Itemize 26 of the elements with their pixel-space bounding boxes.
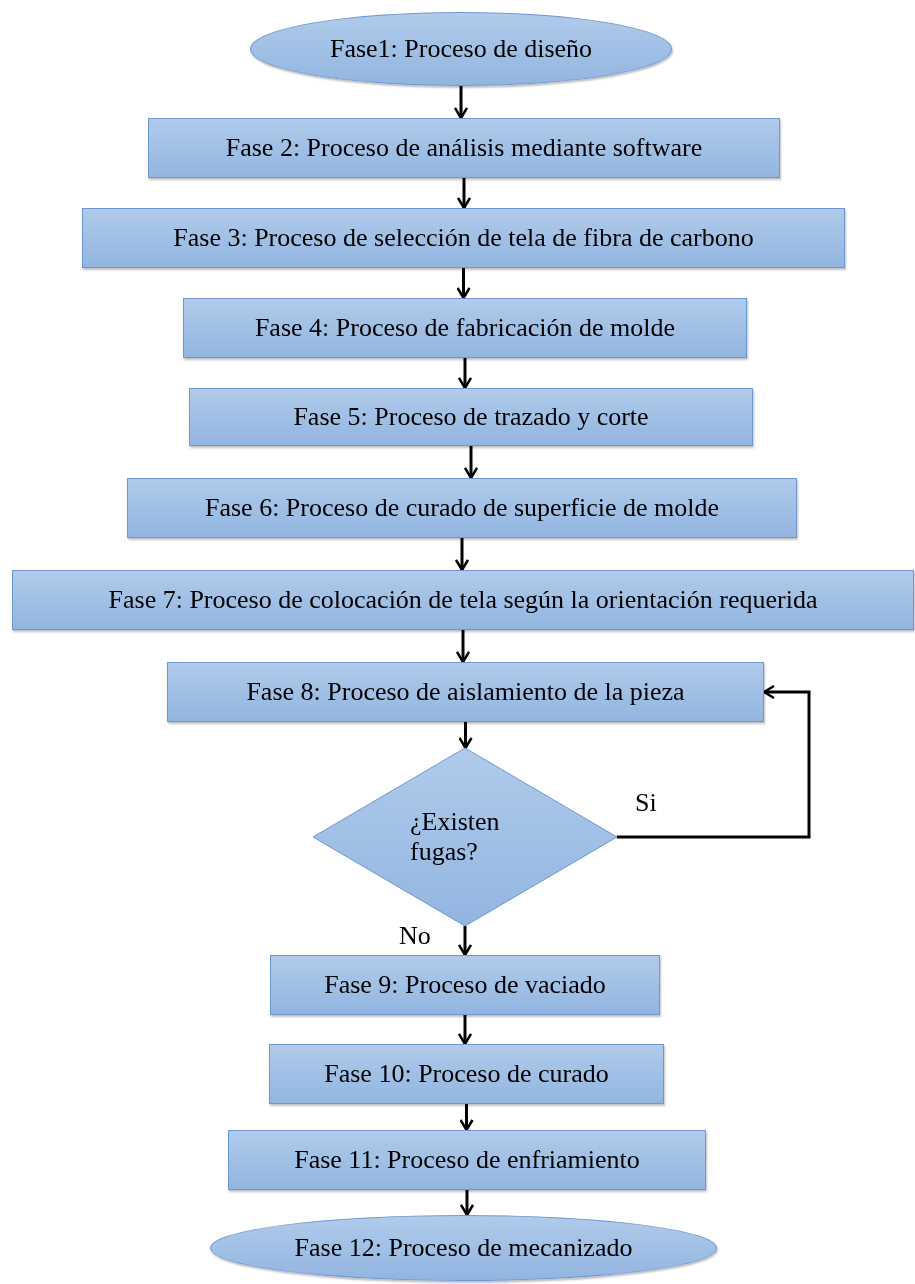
arrow: [457, 1015, 473, 1046]
arrow: [463, 446, 479, 480]
arrow: [617, 684, 811, 839]
arrow: [459, 1104, 474, 1132]
decision-diamond: ¿Existen fugas?: [313, 748, 617, 926]
process-box: Fase 9: Proceso de vaciado: [270, 955, 660, 1015]
arrow: [459, 1190, 475, 1217]
arrow: [456, 268, 471, 300]
process-box: Fase 8: Proceso de aislamiento de la pieza: [167, 662, 764, 722]
process-box: Fase 6: Proceso de curado de superficie de molde: [127, 478, 797, 538]
process-box: Fase 7: Proceso de colocación de tela según la orientación requerida: [12, 570, 914, 630]
arrow: [457, 926, 473, 957]
terminal-oval: Fase 12: Proceso de mecanizado: [210, 1215, 717, 1281]
process-box: Fase 4: Proceso de fabricación de molde: [183, 298, 747, 358]
process-box: Fase 3: Proceso de selección de tela de fibra de carbono: [82, 208, 845, 268]
process-box: Fase 5: Proceso de trazado y corte: [189, 388, 753, 446]
arrow: [458, 722, 473, 750]
arrow: [457, 358, 473, 390]
arrow: [456, 178, 472, 210]
process-box: Fase 2: Proceso de análisis mediante software: [148, 118, 780, 178]
arrow: [454, 538, 470, 572]
terminal-oval: Fase1: Proceso de diseño: [250, 12, 672, 86]
arrow: [455, 630, 471, 664]
arrow: [453, 86, 469, 120]
process-box: Fase 11: Proceso de enfriamiento: [228, 1130, 706, 1190]
process-box: Fase 10: Proceso de curado: [269, 1044, 664, 1104]
